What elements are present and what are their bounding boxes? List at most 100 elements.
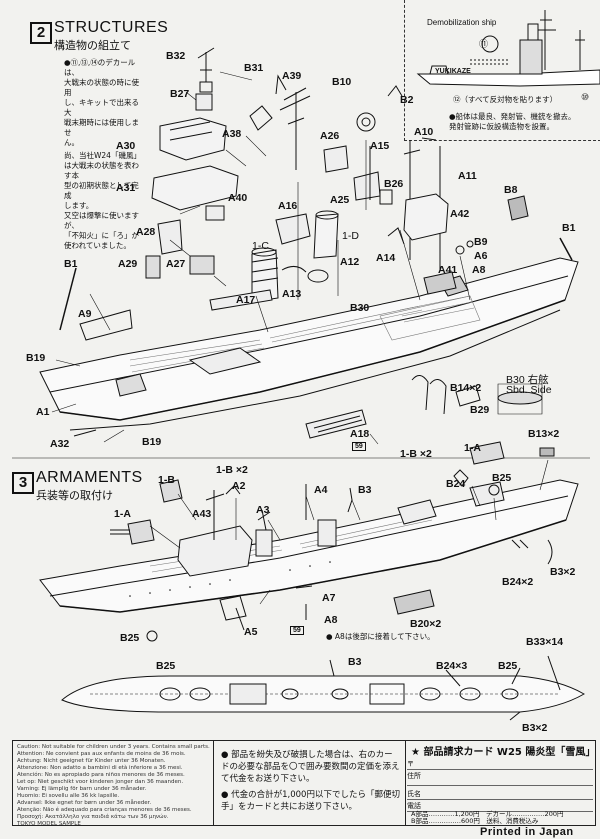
label-a1: A1 [36,406,50,418]
label-a16: A16 [278,200,298,212]
label-b31: B31 [244,62,264,74]
label-b19-left: B19 [26,352,46,364]
label-b25-left: B25 [120,632,140,644]
plan-label-b25-right: B25 [498,660,518,672]
label-b27: B27 [170,88,190,100]
form-name[interactable]: 氏名 [407,789,593,800]
label-b33: B33×14 [526,636,564,648]
label-1c: 1-C [252,240,269,252]
footer-panel: Caution: Not suitable for children under… [12,740,596,827]
label-a27: A27 [166,258,186,270]
step2-parts [51,47,573,445]
label-1b: 1-B [158,474,175,486]
label-1b-x2-left: 1-B ×2 [216,464,248,476]
label-a39: A39 [282,70,302,82]
inset-note-1: ⑫（すべて反対物を貼ります） [453,95,558,104]
price-list: A部品…………1,200円 デカール……………200円 B部品……………600円… [411,810,564,825]
label-a5: A5 [244,626,258,638]
label-a9: A9 [78,308,92,320]
form-address[interactable]: 住所 [407,771,593,786]
step-2-title: STRUCTURES [54,19,169,36]
demobilization-inset: Demobilization ship YUKIKAZE ⑪ ⑩ ⑫（すべて反対… [404,0,600,141]
parts-notice: ● 部品を紛失及び破損した場合は、右のカードの必要な部品を〇で囲み要数間の定価を… [221,750,400,812]
label-a10: A10 [414,126,434,138]
label-1b-x2-right: 1-B ×2 [400,448,432,460]
label-a29: A29 [118,258,138,270]
label-a7: A7 [322,592,336,604]
label-a12: A12 [340,256,360,268]
step3-parts [110,441,555,642]
label-b20: B20×2 [410,618,442,630]
label-a25: A25 [330,194,350,206]
label-sbd-side: Sbd. Side [506,384,552,396]
label-a43: A43 [192,508,212,520]
label-b32: B32 [166,50,186,62]
label-1a-top: 1-A [464,442,481,454]
label-a14: A14 [376,252,396,264]
step3-hull [39,479,579,613]
label-a18: A18 [350,428,370,440]
label-b19-bottom: B19 [142,436,162,448]
label-a32: A32 [50,438,70,450]
inset-ship-name: YUKIKAZE [435,68,471,75]
inset-ship-sketch [416,10,600,87]
inset-num-11: ⑪ [479,39,489,49]
label-a42: A42 [450,208,470,220]
order-card-title: ★ 部品請求カード W25 陽炎型「雪風」 [411,747,596,758]
label-b24: B24 [446,478,466,490]
label-b1-right: B1 [562,222,576,234]
label-a41: A41 [438,264,458,276]
label-a38: A38 [222,128,242,140]
label-b30-starboard: B30 右舷 [506,374,549,386]
a18-badge: 59 [352,442,366,451]
inset-num-10: ⑩ [581,92,590,102]
label-a31: A31 [116,182,136,194]
label-a3: A3 [256,504,270,516]
step-3-title: ARMAMENTS [36,469,143,486]
step2-hull [39,257,579,431]
step-2-subtitle: 構造物の組立て [54,39,131,52]
step-3-number: 3 [12,472,34,494]
safety-warnings: Caution: Not suitable for children under… [17,744,210,827]
label-1d: 1-D [342,230,359,242]
label-b3: B3 [358,484,372,496]
label-b13: B13×2 [528,428,560,440]
label-b14: B14×2 [450,382,482,394]
label-a17: A17 [236,294,256,306]
label-a8: A8 [324,614,338,626]
form-phone[interactable]: 電話 [407,801,593,812]
inset-note-2: ●船体は最良、発射管、機銃を撤去。 発射管跡に仮設構造物を設置。 [449,112,576,131]
label-a30: A30 [116,140,136,152]
label-b9: B9 [474,236,488,248]
label-a28: A28 [136,226,156,238]
label-1a-left: 1-A [114,508,131,520]
label-a15: A15 [370,140,390,152]
form-postal[interactable]: 〒 [407,759,593,770]
label-a13: A13 [282,288,302,300]
label-a2: A2 [232,480,246,492]
plan-label-b24x3: B24×3 [436,660,468,672]
plan-label-b25-left: B25 [156,660,176,672]
label-b24x2: B24×2 [502,576,534,588]
label-b26: B26 [384,178,404,190]
printed-in-japan: Printed in Japan [480,826,574,838]
label-b10: B10 [332,76,352,88]
label-a11: A11 [458,170,477,182]
label-a6: A6 [474,250,488,262]
plan-view [61,655,585,721]
label-a8: A8 [472,264,486,276]
label-a40: A40 [228,192,248,204]
label-b1-left: B1 [64,258,78,270]
label-a26: A26 [320,130,340,142]
label-b2: B2 [400,94,414,106]
label-b3x2-right: B3×2 [550,566,576,578]
step-3-subtitle: 兵装等の取付け [36,489,113,502]
plan-label-b3x2: B3×2 [522,722,548,734]
step-2-number: 2 [30,22,52,44]
label-b25-top: B25 [492,472,512,484]
label-b29: B29 [470,404,490,416]
label-a4: A4 [314,484,328,496]
a8-note: ● A8は後部に接着して下さい。 [326,632,435,641]
